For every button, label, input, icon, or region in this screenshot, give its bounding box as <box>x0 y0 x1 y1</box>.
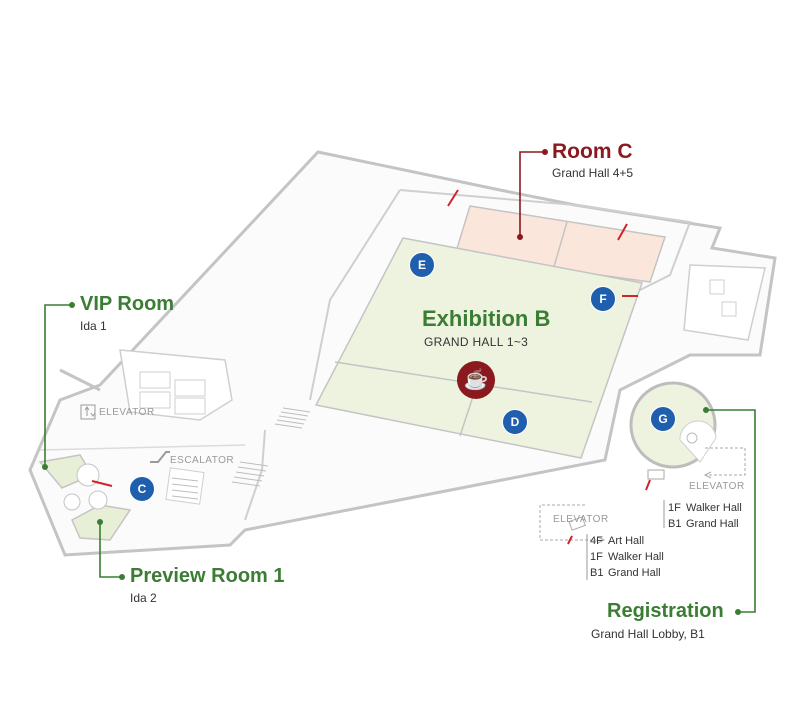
marker-c[interactable]: C <box>129 476 155 502</box>
preview-room-subtitle: Ida 2 <box>130 591 157 605</box>
escalator-label: ESCALATOR <box>170 455 235 466</box>
room-c-subtitle: Grand Hall 4+5 <box>552 166 634 180</box>
exhibition-b-area <box>314 237 643 459</box>
preview-room-title: Preview Room 1 <box>130 565 285 587</box>
marker-d[interactable]: D <box>502 409 528 435</box>
coffee-cup-icon[interactable]: ☕ <box>457 361 495 399</box>
elevator-label-right: ELEVATOR <box>689 481 745 492</box>
registration-subtitle: Grand Hall Lobby, B1 <box>591 627 705 641</box>
vip-room-title: VIP Room <box>80 293 175 315</box>
marker-e[interactable]: E <box>409 252 435 278</box>
room-c-title: Room C <box>552 140 633 163</box>
elevator-label-bottom: ELEVATOR <box>553 514 609 525</box>
exhibition-b-subtitle: GRAND HALL 1~3 <box>424 335 529 349</box>
escalator-icon <box>150 451 170 463</box>
exhibition-b-title: Exhibition B <box>422 306 551 331</box>
double-arrow-icon <box>91 189 651 545</box>
elevator-icon <box>80 404 96 420</box>
marker-g[interactable]: G <box>650 406 676 432</box>
registration-title: Registration <box>607 600 724 622</box>
vip-room-subtitle: Ida 1 <box>80 319 107 333</box>
marker-f[interactable]: F <box>590 286 616 312</box>
elevator-label-left: ELEVATOR <box>99 407 155 418</box>
